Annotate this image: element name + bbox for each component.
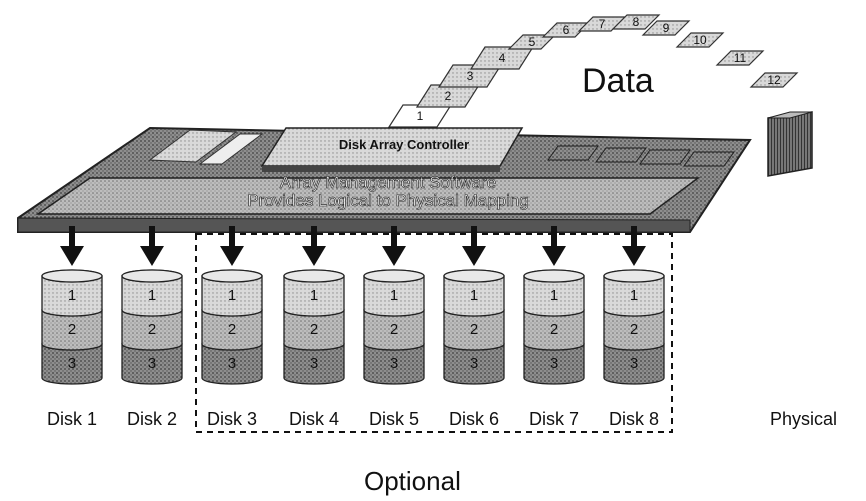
disk-label: Disk 4 bbox=[289, 409, 339, 429]
data-page: 10 bbox=[675, 32, 725, 48]
mapping-arrow bbox=[542, 226, 566, 266]
disk-block-number: 3 bbox=[68, 355, 76, 372]
software-line1: Array Management Software bbox=[280, 173, 496, 192]
disk-label: Disk 1 bbox=[47, 409, 97, 429]
disk-block-number: 2 bbox=[630, 321, 638, 338]
mapping-arrow bbox=[622, 226, 646, 266]
disk-block-number: 3 bbox=[310, 355, 318, 372]
disk-block-number: 1 bbox=[228, 287, 236, 304]
software-line2: Provides Logical to Physical Mapping bbox=[247, 191, 529, 210]
mapping-arrow bbox=[140, 226, 164, 266]
mapping-arrow bbox=[220, 226, 244, 266]
disk-block-number: 2 bbox=[228, 321, 236, 338]
disk-block-number: 2 bbox=[68, 321, 76, 338]
data-page: 2 bbox=[415, 84, 481, 108]
data-page: 11 bbox=[715, 50, 765, 66]
disk-block-number: 1 bbox=[630, 287, 638, 304]
optional-label: Optional bbox=[364, 466, 461, 496]
disk-block-number: 3 bbox=[630, 355, 638, 372]
disk-block-number: 2 bbox=[148, 321, 156, 338]
page-number: 10 bbox=[693, 33, 707, 47]
mapping-arrow bbox=[302, 226, 326, 266]
data-label: Data bbox=[582, 62, 654, 100]
disk-block-number: 3 bbox=[228, 355, 236, 372]
physical-label: Physical bbox=[770, 409, 837, 429]
page-number: 1 bbox=[417, 109, 424, 123]
page-number: 3 bbox=[467, 69, 474, 83]
disk-label: Disk 7 bbox=[529, 409, 579, 429]
page-number: 5 bbox=[529, 35, 536, 49]
disk-block-number: 3 bbox=[148, 355, 156, 372]
disk-label: Disk 6 bbox=[449, 409, 499, 429]
disk-block-number: 3 bbox=[390, 355, 398, 372]
data-page: 9 bbox=[641, 20, 691, 36]
mapping-arrow bbox=[462, 226, 486, 266]
disk-block-number: 3 bbox=[470, 355, 478, 372]
disk-block-number: 1 bbox=[148, 287, 156, 304]
page-number: 4 bbox=[499, 51, 506, 65]
data-stack-icon bbox=[767, 111, 813, 177]
data-page: 1 bbox=[387, 104, 453, 128]
data-page: 8 bbox=[611, 14, 661, 30]
page-number: 9 bbox=[663, 21, 670, 35]
mapping-arrow bbox=[60, 226, 84, 266]
disk-block-number: 1 bbox=[470, 287, 478, 304]
data-page: 4 bbox=[469, 46, 535, 70]
controller-label: Disk Array Controller bbox=[339, 137, 469, 152]
page-number: 6 bbox=[563, 23, 570, 37]
disk-label: Disk 8 bbox=[609, 409, 659, 429]
disk-block-number: 2 bbox=[470, 321, 478, 338]
disk-label: Disk 3 bbox=[207, 409, 257, 429]
disk-block-number: 2 bbox=[550, 321, 558, 338]
disk-block-number: 1 bbox=[550, 287, 558, 304]
page-number: 12 bbox=[767, 73, 781, 87]
array-board bbox=[17, 126, 752, 233]
disk-block-number: 2 bbox=[310, 321, 318, 338]
page-number: 7 bbox=[599, 17, 606, 31]
disk-block-number: 1 bbox=[310, 287, 318, 304]
page-number: 11 bbox=[734, 51, 747, 65]
data-page: 12 bbox=[749, 72, 799, 88]
disk-array-controller: Disk Array Controller bbox=[260, 127, 524, 172]
mapping-arrow bbox=[382, 226, 406, 266]
disk-block-number: 2 bbox=[390, 321, 398, 338]
disk-label: Disk 5 bbox=[369, 409, 419, 429]
disk-block-number: 1 bbox=[390, 287, 398, 304]
disk-block-number: 1 bbox=[68, 287, 76, 304]
disk-block-number: 3 bbox=[550, 355, 558, 372]
disk-label: Disk 2 bbox=[127, 409, 177, 429]
page-number: 8 bbox=[633, 15, 640, 29]
optional-box bbox=[195, 233, 673, 433]
page-number: 2 bbox=[445, 89, 452, 103]
